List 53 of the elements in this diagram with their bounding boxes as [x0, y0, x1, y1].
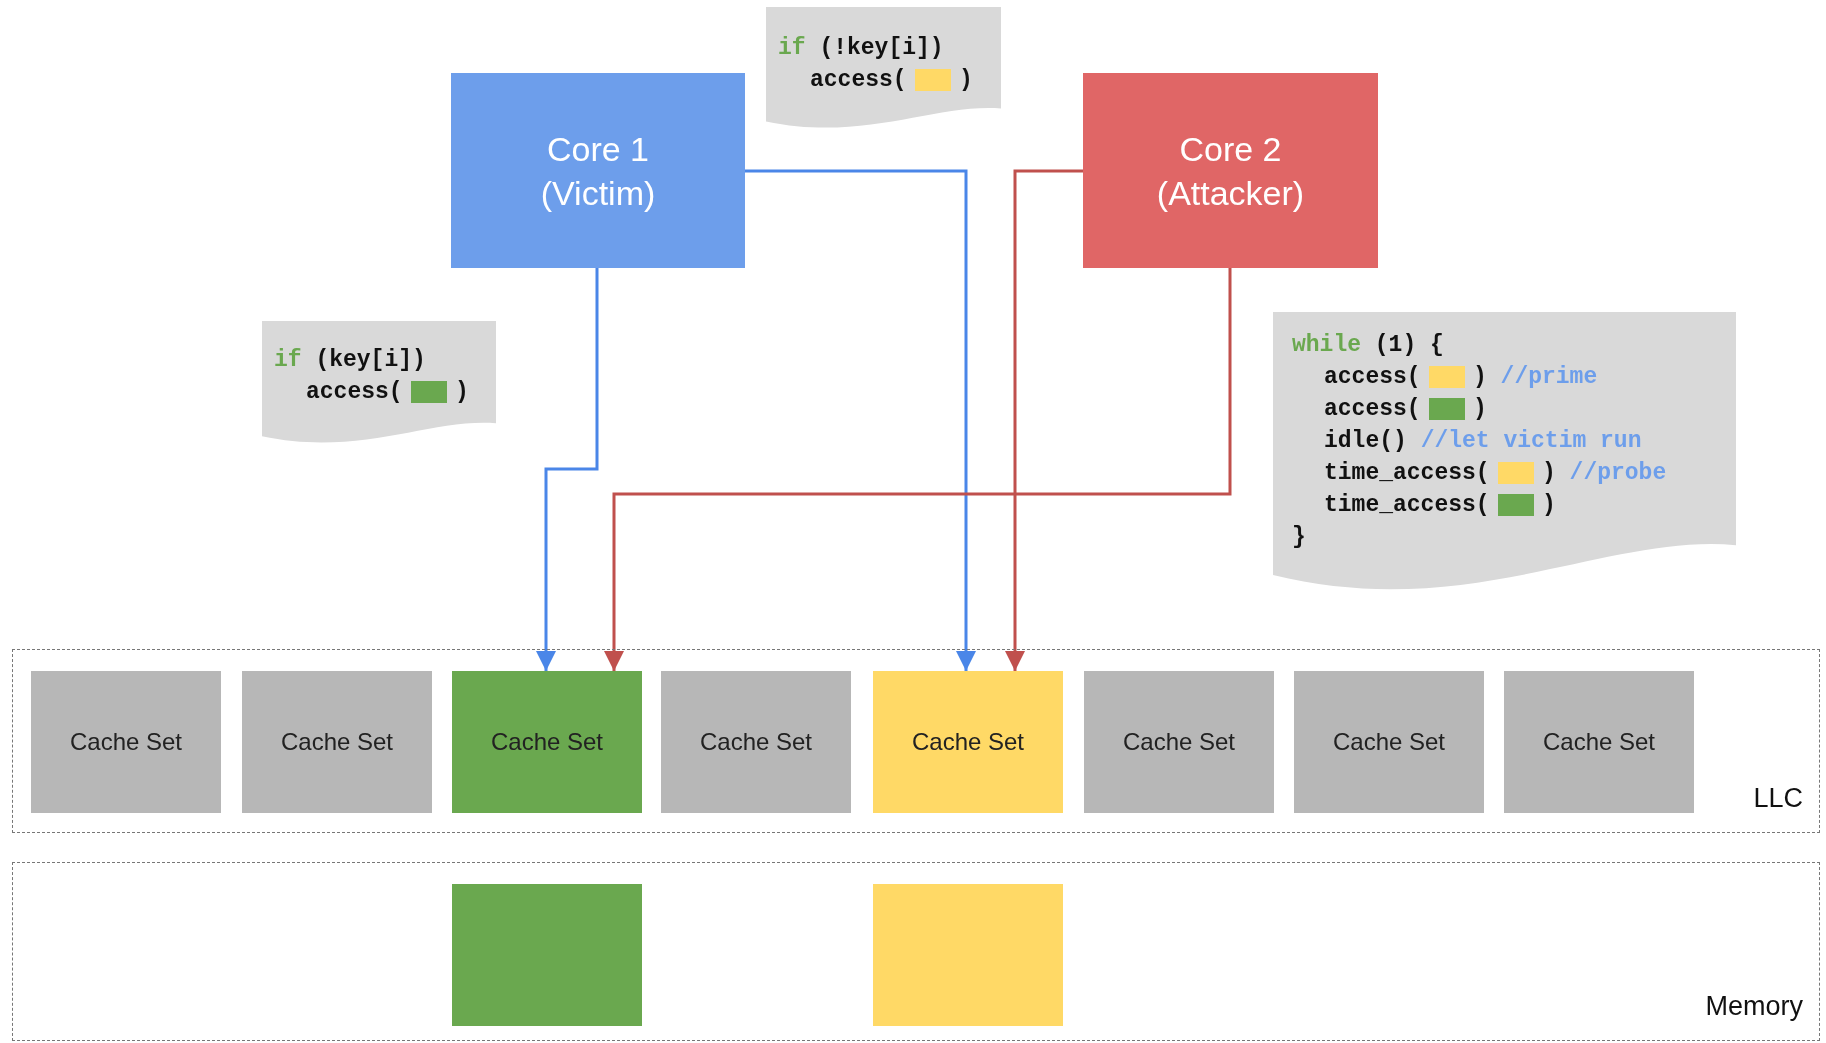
color-swatch [1498, 494, 1534, 516]
memory-region [12, 862, 1820, 1041]
core-label: Core 1 (Victim) [539, 128, 657, 214]
color-swatch [411, 381, 447, 403]
code-text: while (1) { [1292, 331, 1444, 360]
color-swatch [1498, 462, 1534, 484]
code-text: ) [959, 66, 973, 95]
cache-set-label: Cache Set [490, 728, 604, 756]
arrow [536, 268, 599, 671]
code-text: access( [1324, 395, 1421, 424]
code-text: idle() //let victim run [1324, 427, 1642, 456]
cache-set-box [661, 671, 851, 813]
code-text: if (!key[i]) [778, 34, 944, 63]
color-swatch [1429, 398, 1465, 420]
code-text: ) [455, 378, 469, 407]
cache-set-box [1504, 671, 1694, 813]
color-swatch [915, 69, 951, 91]
code-text: } [1292, 523, 1306, 552]
cache-set-label: Cache Set [911, 728, 1025, 756]
code-text: ) [1473, 395, 1487, 424]
cache-set-box [31, 671, 221, 813]
code-text: ) //prime [1473, 363, 1598, 392]
region-label: Memory [1705, 991, 1803, 1022]
cache-set-box [1084, 671, 1274, 813]
cache-set-box [242, 671, 432, 813]
cache-set-box [1294, 671, 1484, 813]
processor-core-box [1083, 73, 1378, 268]
code-text: ) [1542, 491, 1556, 520]
cache-set-label: Cache Set [1332, 728, 1446, 756]
arrow [604, 268, 1232, 671]
color-swatch [1429, 366, 1465, 388]
code-text: ) //probe [1542, 459, 1667, 488]
cache-set-label: Cache Set [699, 728, 813, 756]
memory-block [873, 884, 1063, 1026]
arrow [745, 169, 976, 671]
cache-set-label: Cache Set [1122, 728, 1236, 756]
cache-set-label: Cache Set [280, 728, 394, 756]
processor-core-box [451, 73, 745, 268]
cache-set-box [452, 671, 642, 813]
cache-set-box [873, 671, 1063, 813]
region-label: LLC [1753, 783, 1803, 814]
code-text: time_access( [1324, 459, 1490, 488]
cache-set-label: Cache Set [1542, 728, 1656, 756]
arrow [1005, 169, 1083, 671]
core-label: Core 2 (Attacker) [1155, 128, 1306, 214]
code-text: access( [306, 378, 403, 407]
code-text: access( [810, 66, 907, 95]
code-text: time_access( [1324, 491, 1490, 520]
cache-region [12, 649, 1820, 833]
code-text: access( [1324, 363, 1421, 392]
code-text: if (key[i]) [274, 346, 426, 375]
cache-set-label: Cache Set [69, 728, 183, 756]
memory-block [452, 884, 642, 1026]
